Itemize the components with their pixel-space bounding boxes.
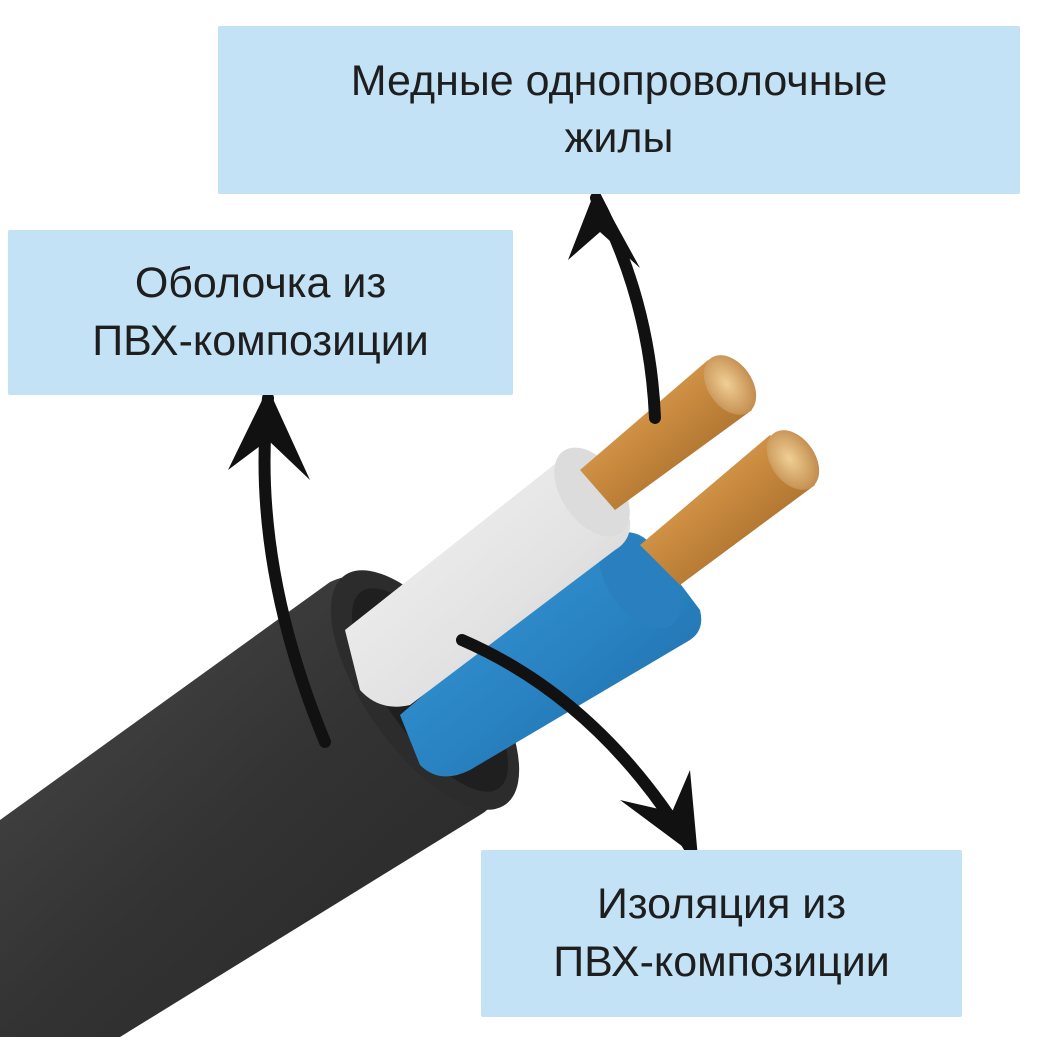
label-copper-conductors-line1: Медные однопроволочные (350, 56, 888, 105)
arrow-to-conductors (568, 188, 661, 424)
copper-conductor-upper (580, 355, 757, 510)
arrow-to-sheath (228, 388, 331, 748)
copper-conductor-lower (640, 430, 820, 585)
label-copper-conductors-line2: жилы (564, 114, 674, 162)
label-pvc-insulation-line1: Изоляция из (596, 880, 847, 929)
arrow-to-insulation (456, 634, 698, 858)
label-copper-conductors: Медные однопроволочные жилы (218, 26, 1020, 194)
label-pvc-sheath: Оболочка из ПВХ-композиции (8, 230, 513, 395)
label-pvc-sheath-line1: Оболочка из (134, 259, 387, 308)
label-pvc-insulation-line2: ПВХ-композиции (553, 937, 890, 986)
label-pvc-sheath-line2: ПВХ-композиции (92, 316, 429, 365)
label-pvc-insulation: Изоляция из ПВХ-композиции (481, 850, 962, 1017)
